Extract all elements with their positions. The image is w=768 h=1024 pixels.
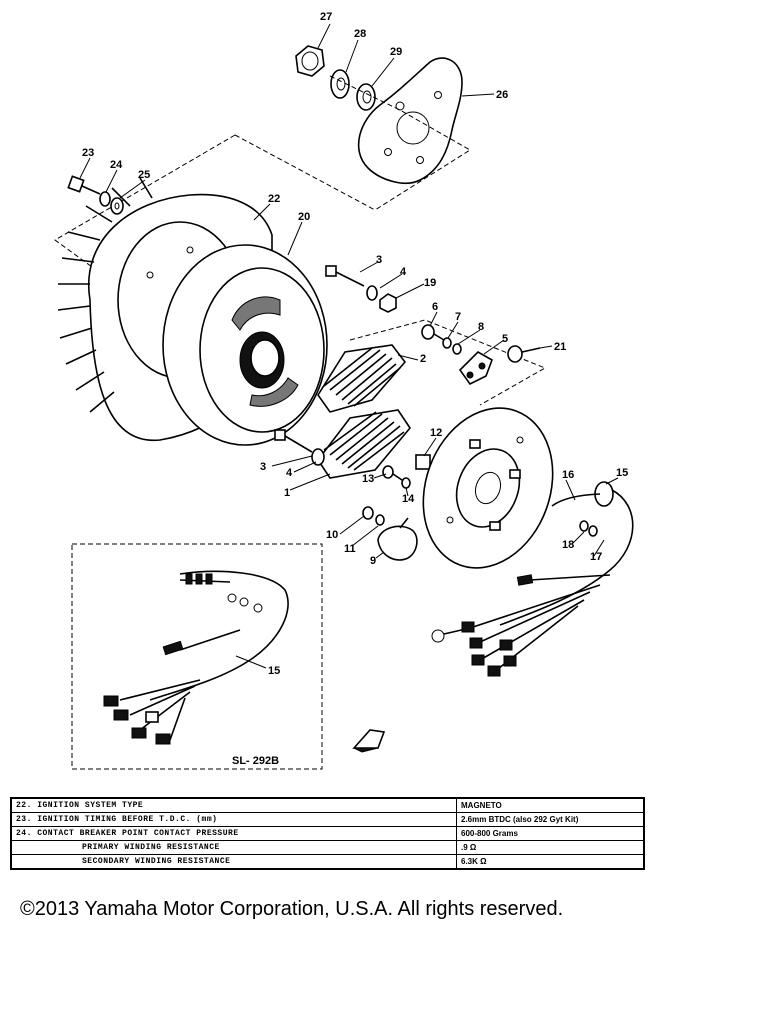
washer-part-4-upper	[366, 285, 378, 301]
callout-18: 18	[562, 539, 574, 551]
screw-part-18	[579, 520, 598, 537]
callout-8: 8	[478, 321, 484, 333]
callout-23: 23	[82, 147, 94, 159]
callout-15-right: 15	[616, 467, 628, 479]
callout-20: 20	[298, 211, 310, 223]
spec-value: 2.6mm BTDC (also 292 Gyt Kit)	[456, 812, 645, 827]
callout-14: 14	[402, 493, 415, 505]
callout-16: 16	[562, 469, 574, 481]
screw-part-13	[382, 465, 403, 481]
callout-15-inset: 15	[268, 665, 280, 677]
condenser-part-9	[377, 517, 418, 561]
washer-part-7	[442, 337, 452, 349]
callout-labels: 27 28 29 26 23 24 25 22 20 3 4 19 6 7 8 …	[82, 11, 628, 767]
flywheel-rotor-part-20	[162, 244, 328, 446]
spec-label: 23. IGNITION TIMING BEFORE T.D.C. (mm)	[10, 812, 457, 827]
callout-29: 29	[390, 46, 402, 58]
callout-22: 22	[268, 193, 280, 205]
gasket-plate-part-26	[357, 57, 463, 184]
callout-24: 24	[110, 159, 123, 171]
spec-label: SECONDARY WINDING RESISTANCE	[10, 854, 457, 870]
stator-base-plate	[422, 407, 554, 569]
condenser-clip-part-12	[415, 454, 431, 470]
bolt-part-3-upper	[325, 265, 365, 287]
ignition-coil-part-1	[317, 409, 411, 479]
callout-2: 2	[420, 353, 426, 365]
leader-lines	[79, 23, 619, 559]
callout-6: 6	[432, 301, 438, 313]
washer-part-29	[356, 83, 376, 111]
callout-3-upper: 3	[376, 254, 382, 266]
spec-label: PRIMARY WINDING RESISTANCE	[10, 840, 457, 855]
exploded-parts-diagram: 27 28 29 26 23 24 25 22 20 3 4 19 6 7 8 …	[54, 11, 634, 770]
callout-10: 10	[326, 529, 338, 541]
callout-25: 25	[138, 169, 150, 181]
nut-part-27	[295, 45, 325, 77]
nut-part-19	[379, 293, 397, 313]
screw-part-10	[362, 506, 374, 520]
callout-7: 7	[455, 311, 461, 323]
spec-value: MAGNETO	[456, 797, 645, 813]
callout-4-lower: 4	[286, 467, 293, 479]
callout-12: 12	[430, 427, 442, 439]
callout-9: 9	[370, 555, 376, 567]
spec-value: 600-800 Grams	[456, 826, 645, 841]
inset-box	[71, 543, 323, 770]
table-row: 24. CONTACT BREAKER POINT CONTACT PRESSU…	[10, 826, 645, 841]
front-direction-icon	[352, 729, 386, 753]
screw-part-21	[507, 345, 541, 363]
callout-4-upper: 4	[400, 266, 407, 278]
table-row: PRIMARY WINDING RESISTANCE .9 Ω	[10, 840, 645, 855]
callout-27: 27	[320, 11, 332, 23]
inset-label: SL- 292B	[232, 755, 279, 767]
spec-value: 6.3K Ω	[456, 854, 645, 870]
callout-21: 21	[554, 341, 566, 353]
lighting-coil-part-2	[317, 344, 407, 413]
bolt-part-3-lower	[274, 429, 313, 453]
table-row: 23. IGNITION TIMING BEFORE T.D.C. (mm) 2…	[10, 812, 645, 827]
washer-part-11	[375, 514, 385, 526]
copyright-notice: ©2013 Yamaha Motor Corporation, U.S.A. A…	[20, 898, 564, 920]
callout-1: 1	[284, 487, 290, 499]
washer-part-8	[452, 343, 462, 355]
callout-11: 11	[344, 543, 356, 555]
table-row: SECONDARY WINDING RESISTANCE 6.3K Ω	[10, 854, 645, 870]
washer-part-14	[401, 477, 411, 489]
callout-26: 26	[496, 89, 508, 101]
washer-part-28	[330, 69, 350, 99]
spec-label: 22. IGNITION SYSTEM TYPE	[10, 797, 457, 813]
callout-19: 19	[424, 277, 436, 289]
callout-5: 5	[502, 333, 508, 345]
callout-13: 13	[362, 473, 374, 485]
bolt-part-23	[67, 175, 101, 195]
callout-28: 28	[354, 28, 366, 40]
wire-harness-part-15-right	[431, 489, 634, 677]
callout-3-lower: 3	[260, 461, 266, 473]
ignition-spec-table: 22. IGNITION SYSTEM TYPE MAGNETO 23. IGN…	[10, 797, 645, 870]
spec-value: .9 Ω	[456, 840, 645, 855]
washer-part-4-lower	[311, 448, 325, 466]
screw-part-6	[421, 324, 445, 341]
contact-breaker-part-5	[458, 351, 493, 386]
table-row: 22. IGNITION SYSTEM TYPE MAGNETO	[10, 797, 645, 813]
spec-label: 24. CONTACT BREAKER POINT CONTACT PRESSU…	[10, 826, 457, 841]
callout-17: 17	[590, 551, 602, 563]
washer-part-24	[99, 191, 111, 207]
washer-part-25	[110, 197, 124, 215]
